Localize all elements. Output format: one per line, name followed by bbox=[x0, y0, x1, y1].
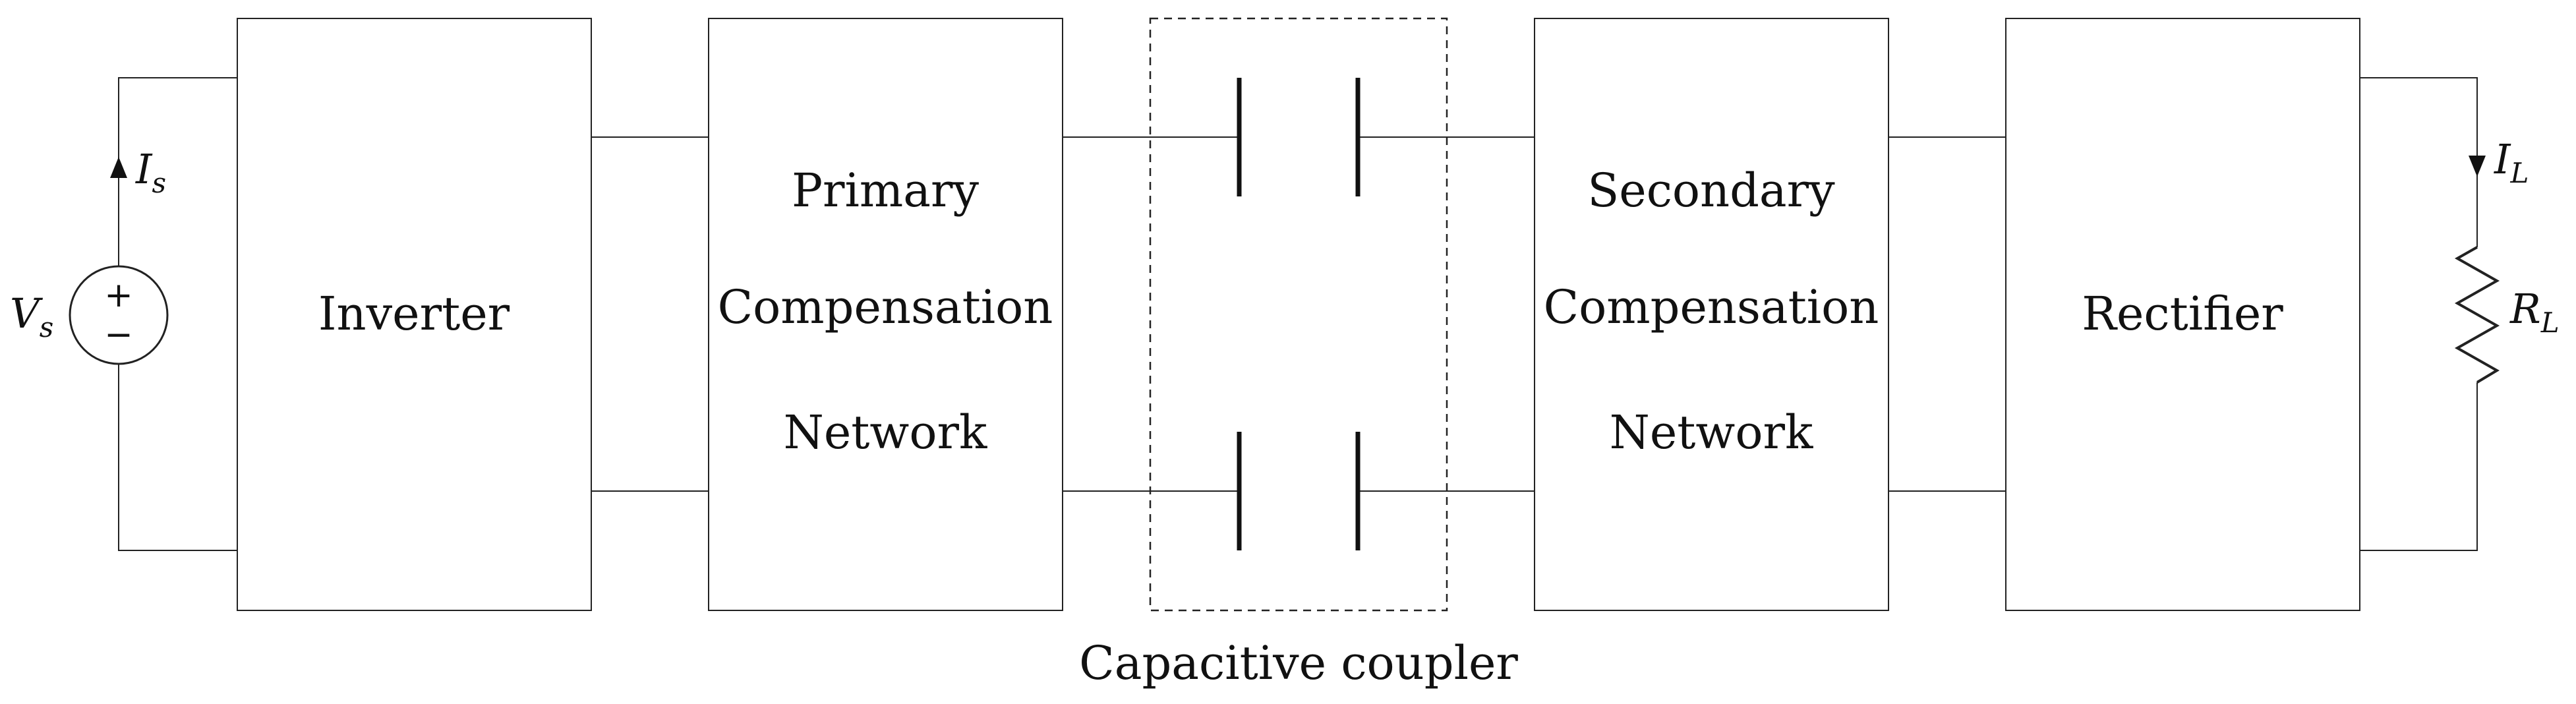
inverter-block bbox=[237, 18, 591, 610]
capacitive-coupler-boundary bbox=[1149, 17, 1448, 612]
secondary-label-line-1: Secondary bbox=[1587, 163, 1835, 218]
source-minus-sign: − bbox=[104, 315, 133, 355]
primary-compensation-block bbox=[709, 18, 1063, 610]
rectifier-block bbox=[2006, 18, 2360, 610]
source-plus-sign: + bbox=[104, 276, 133, 315]
source-current-arrow-icon bbox=[110, 157, 127, 178]
primary-label-line-1: Primary bbox=[792, 163, 980, 218]
load-top-wire bbox=[2360, 78, 2477, 247]
secondary-compensation-block bbox=[1535, 18, 1888, 610]
source-bottom-wire bbox=[119, 363, 237, 550]
secondary-label-line-3: Network bbox=[1610, 405, 1813, 459]
load-resistor-label: RL bbox=[2509, 285, 2560, 339]
primary-label-line-2: Compensation bbox=[718, 280, 1053, 334]
rectifier-label: Rectifier bbox=[2082, 287, 2283, 341]
load-resistor-symbol bbox=[2457, 247, 2497, 382]
load-bottom-wire bbox=[2360, 382, 2477, 550]
load-current-arrow-icon bbox=[2469, 156, 2486, 177]
load-current-label: IL bbox=[2494, 135, 2529, 189]
inverter-label: Inverter bbox=[318, 287, 510, 341]
capacitive-coupler-label: Capacitive coupler bbox=[1079, 636, 1518, 690]
voltage-source-symbol bbox=[70, 266, 167, 364]
source-top-wire bbox=[119, 78, 237, 267]
source-current-label: Is bbox=[135, 145, 166, 199]
primary-label-line-3: Network bbox=[784, 405, 987, 459]
source-voltage-label: Vs bbox=[10, 289, 53, 343]
secondary-label-line-2: Compensation bbox=[1544, 280, 1879, 334]
